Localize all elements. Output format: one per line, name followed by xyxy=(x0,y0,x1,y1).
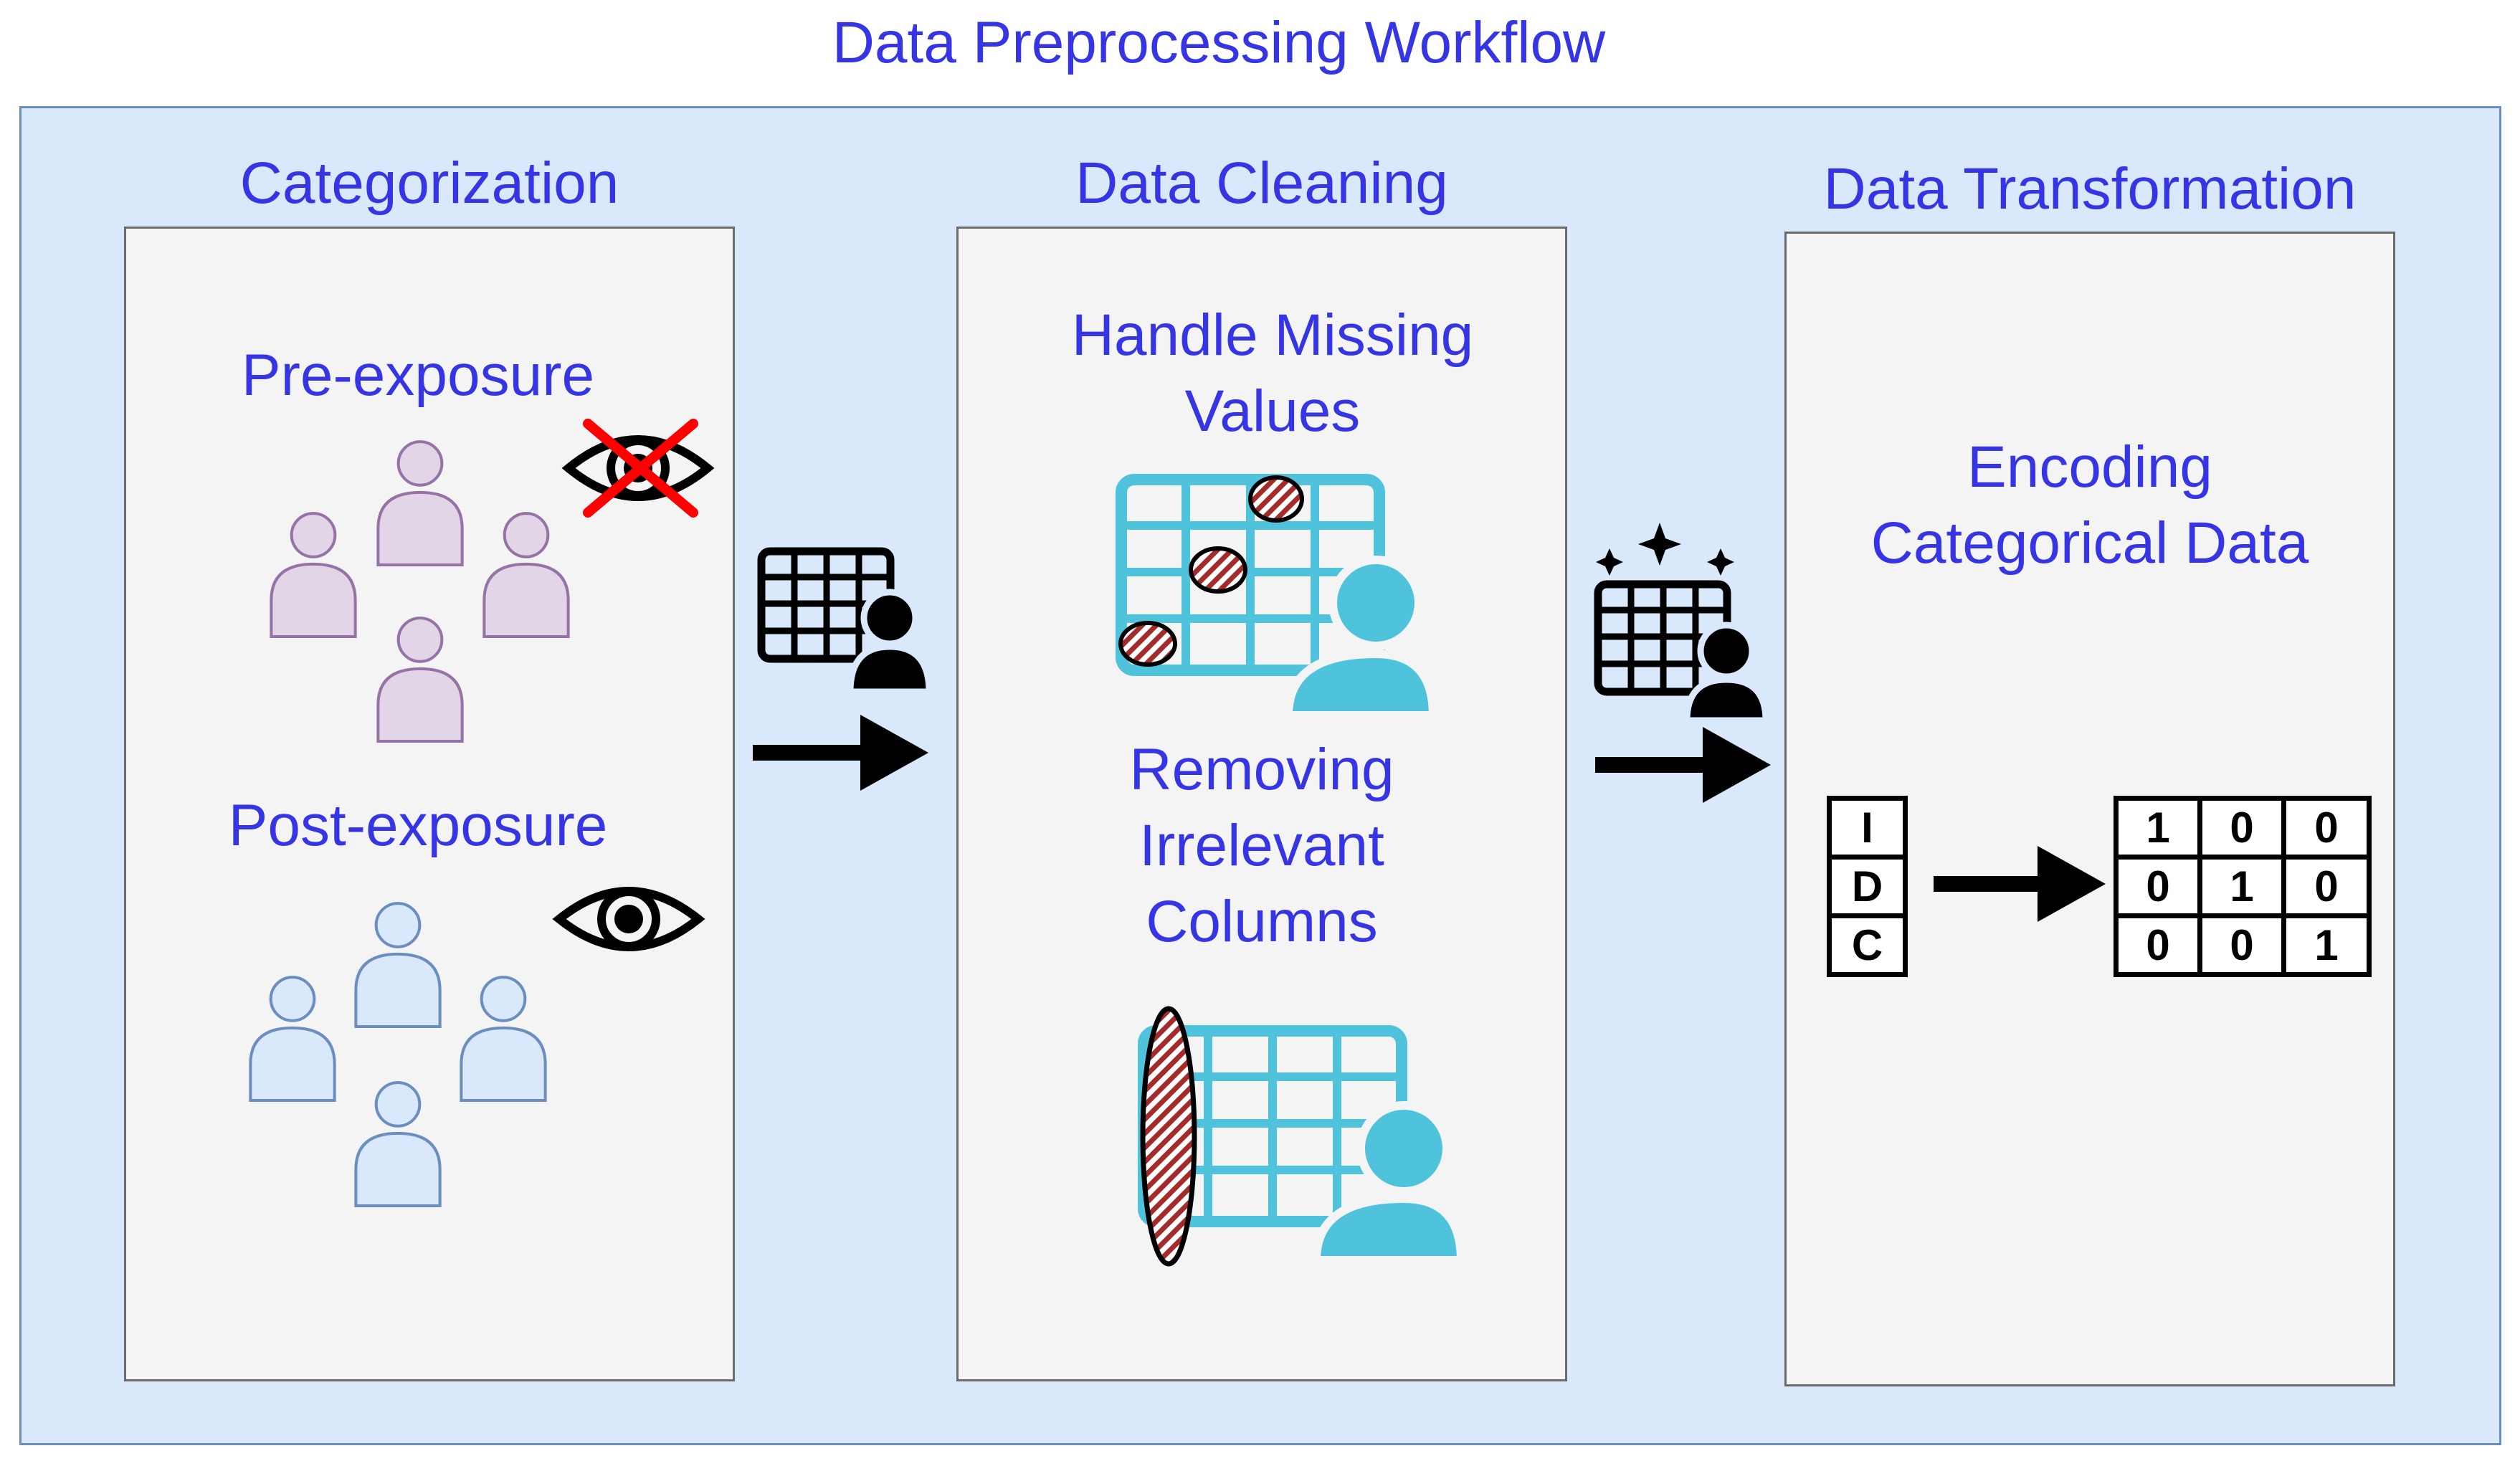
step-label-encoding-line1: Encoding xyxy=(1967,434,2212,500)
stage-heading-data-transformation: Data Transformation xyxy=(1823,156,2357,222)
step-label-encoding-line2: Categorical Data xyxy=(1870,510,2309,576)
table-user-sparkle-icon xyxy=(1594,523,1769,724)
arrow-right-icon xyxy=(1934,846,2106,922)
one-hot-cell: 1 xyxy=(2197,855,2286,918)
person-icon xyxy=(460,976,547,1102)
arrow-right-icon xyxy=(1595,727,1771,803)
group-label-pre-exposure: Pre-exposure xyxy=(241,343,595,408)
one-hot-cell: 0 xyxy=(2197,913,2286,977)
person-icon xyxy=(376,440,464,566)
category-cell: I xyxy=(1827,796,1908,860)
one-hot-cell: 0 xyxy=(2114,855,2202,918)
person-icon xyxy=(482,512,570,638)
step-label-remove-line1: Removing xyxy=(1129,737,1394,802)
one-hot-cell: 0 xyxy=(2114,913,2202,977)
diagram-title: Data Preprocessing Workflow xyxy=(832,10,1606,75)
stage-heading-categorization: Categorization xyxy=(239,151,619,216)
panel-data-cleaning xyxy=(956,227,1567,1381)
person-icon xyxy=(270,512,357,638)
step-label-remove-line3: Columns xyxy=(1146,889,1378,954)
stage-heading-data-cleaning: Data Cleaning xyxy=(1075,151,1448,216)
one-hot-cell: 0 xyxy=(2281,855,2372,918)
arrow-right-icon xyxy=(753,715,928,791)
person-icon xyxy=(249,976,336,1102)
irrelevant-columns-table-icon xyxy=(1138,1006,1466,1267)
step-label-remove-line2: Irrelevant xyxy=(1139,813,1384,878)
person-icon xyxy=(376,617,464,743)
step-label-missing-line1: Handle Missing xyxy=(1071,303,1474,368)
category-cell: C xyxy=(1827,913,1908,977)
one-hot-cell: 1 xyxy=(2114,796,2202,860)
step-label-missing-line2: Values xyxy=(1184,379,1361,444)
missing-values-table-icon xyxy=(1116,474,1438,720)
person-icon xyxy=(354,1081,442,1207)
table-user-icon xyxy=(757,547,933,695)
one-hot-cell: 1 xyxy=(2281,913,2372,977)
eye-icon xyxy=(552,887,705,951)
one-hot-cell: 0 xyxy=(2281,796,2372,860)
eye-crossed-icon xyxy=(561,419,715,518)
person-icon xyxy=(354,902,442,1028)
one-hot-cell: 0 xyxy=(2197,796,2286,860)
group-label-post-exposure: Post-exposure xyxy=(228,793,608,858)
category-cell: D xyxy=(1827,855,1908,918)
